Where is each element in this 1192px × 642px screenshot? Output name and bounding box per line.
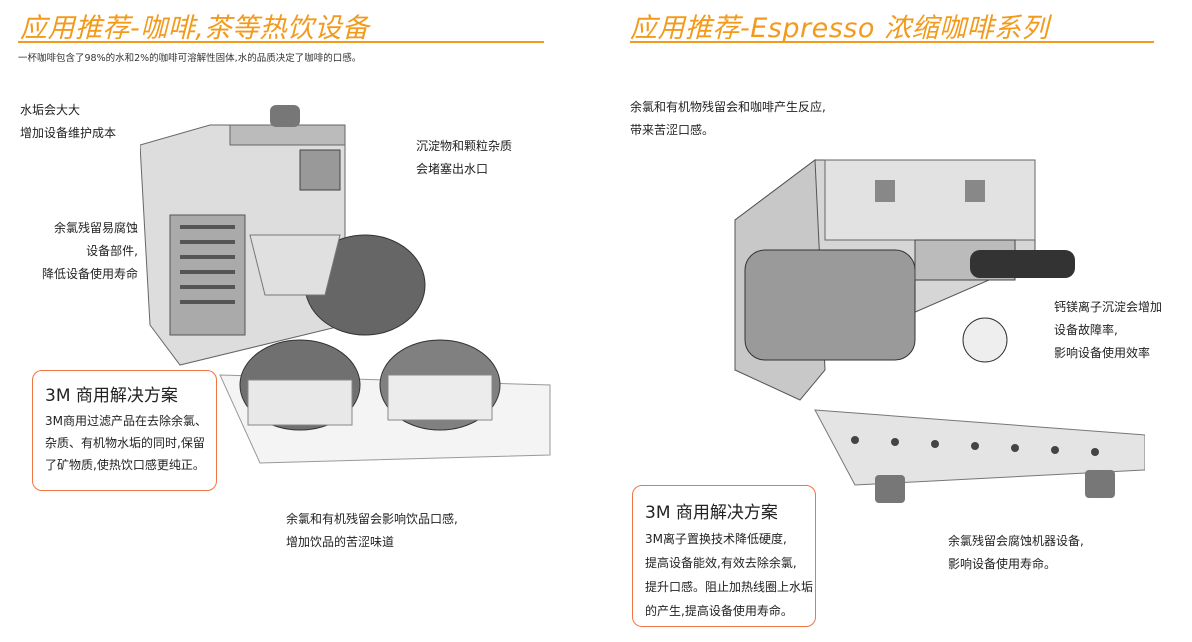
note-corrosion: 余氯残留会腐蚀机器设备, 影响设备使用寿命。 <box>948 530 1084 576</box>
left-subtitle: 一杯咖啡包含了98%的水和2%的咖啡可溶解性固体,水的品质决定了咖啡的口感。 <box>18 53 362 64</box>
note-line: 增加饮品的苦涩味道 <box>286 535 395 549</box>
solution-line: 3M离子置换技术降低硬度, <box>645 532 787 546</box>
solution-heading: 3M 商用解决方案 <box>645 503 778 523</box>
right-solution-box: 3M 商用解决方案 3M离子置换技术降低硬度, 提高设备能效,有效去除余氯, 提… <box>632 485 816 627</box>
note-line: 降低设备使用寿命 <box>41 267 138 281</box>
note-line: 水垢会大大 <box>20 103 81 117</box>
note-line: 设备故障率, <box>1054 323 1118 337</box>
solution-line: 提高设备能效,有效去除余氯, <box>645 556 797 570</box>
note-line: 带来苦涩口感。 <box>630 123 715 137</box>
coffee-brewer-illustration <box>140 105 551 464</box>
left-title-rule <box>18 41 544 43</box>
note-scale: 水垢会大大 增加设备维护成本 <box>20 99 116 145</box>
note-line: 影响设备使用效率 <box>1054 346 1151 360</box>
note-line: 沉淀物和颗粒杂质 <box>416 139 513 153</box>
solution-line: 提升口感。阻止加热线圈上水垢 <box>645 580 814 594</box>
solution-line: 了矿物质,使热饮口感更纯正。 <box>45 458 205 472</box>
solution-line: 的产生,提高设备使用寿命。 <box>645 604 793 618</box>
solution-heading: 3M 商用解决方案 <box>45 386 178 406</box>
right-title-rule <box>630 41 1154 43</box>
note-line: 增加设备维护成本 <box>20 126 117 140</box>
note-line: 影响设备使用寿命。 <box>948 557 1057 571</box>
note-line: 钙镁离子沉淀会增加 <box>1054 300 1163 314</box>
note-taste: 余氯和有机残留会影响饮品口感, 增加饮品的苦涩味道 <box>286 508 458 554</box>
right-title: 应用推荐-Espresso 浓缩咖啡系列 <box>630 13 1049 44</box>
note-line: 设备部件, <box>86 244 138 258</box>
note-calcium: 钙镁离子沉淀会增加 设备故障率, 影响设备使用效率 <box>1054 296 1162 365</box>
note-line: 余氯和有机残留会影响饮品口感, <box>286 512 458 526</box>
note-line: 余氯残留会腐蚀机器设备, <box>948 534 1084 548</box>
note-line: 会堵塞出水口 <box>416 162 489 176</box>
espresso-machine-illustration <box>734 159 1145 503</box>
solution-line: 3M商用过滤产品在去除余氯、 <box>45 414 207 428</box>
left-title: 应用推荐-咖啡,茶等热饮设备 <box>20 13 370 44</box>
note-line: 余氯残留易腐蚀 <box>53 221 138 235</box>
note-sediment: 沉淀物和颗粒杂质 会堵塞出水口 <box>416 135 512 181</box>
note-line: 余氯和有机物残留会和咖啡产生反应, <box>630 100 826 114</box>
left-solution-box: 3M 商用解决方案 3M商用过滤产品在去除余氯、 杂质、有机物水垢的同时,保留 … <box>32 370 217 491</box>
note-reaction: 余氯和有机物残留会和咖啡产生反应, 带来苦涩口感。 <box>630 96 826 142</box>
note-chlorine: 余氯残留易腐蚀 设备部件, 降低设备使用寿命 <box>40 217 138 286</box>
solution-line: 杂质、有机物水垢的同时,保留 <box>45 436 205 450</box>
